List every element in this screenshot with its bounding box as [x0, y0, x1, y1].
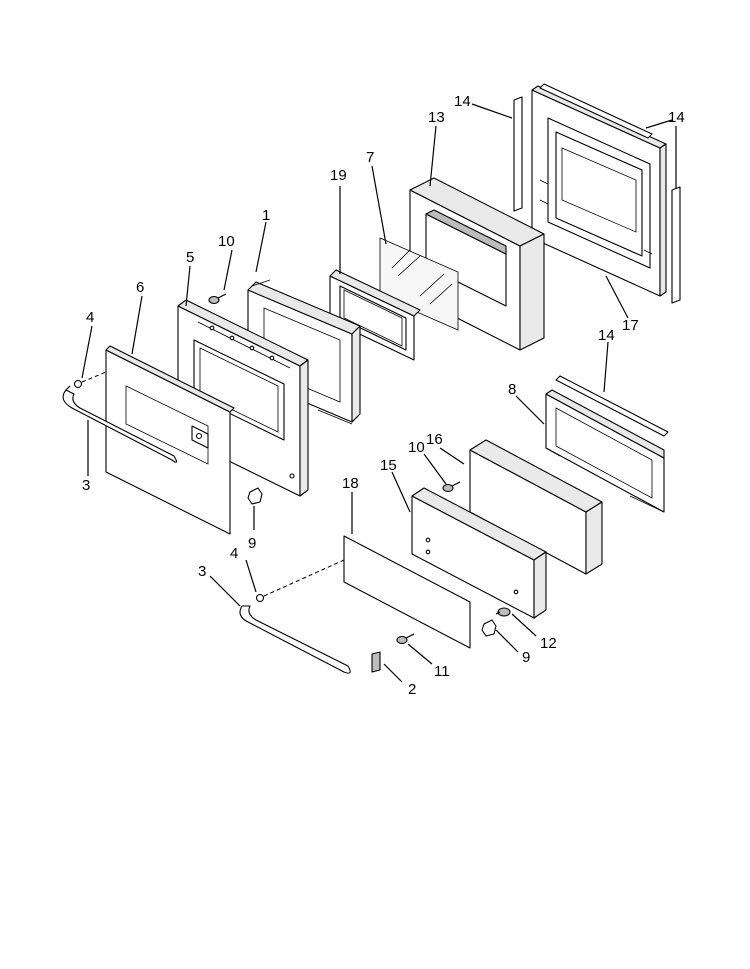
part-6-outer-door-glass[interactable] [105, 345, 235, 535]
callout-3-upper: 3 [82, 477, 90, 494]
callout-4-upper: 4 [86, 309, 94, 326]
callout-4-lower: 4 [230, 545, 238, 562]
callout-8: 8 [508, 381, 516, 398]
part-10-lower-screw[interactable] [442, 481, 461, 493]
callout-10-lower: 10 [408, 439, 425, 456]
callout-17: 17 [622, 317, 639, 334]
callouts: 1 2 3 3 4 4 5 6 7 8 9 9 10 10 11 12 13 1… [82, 93, 685, 698]
part-4-lower-handle-endcap[interactable] [255, 559, 345, 603]
part-3-upper-door-handle[interactable] [62, 385, 178, 463]
part-16-drawer-insulation[interactable] [469, 439, 603, 575]
callout-2: 2 [408, 681, 416, 698]
part-7-door-glass[interactable] [379, 237, 459, 331]
callout-13: 13 [428, 109, 445, 126]
callout-15: 15 [380, 457, 397, 474]
callout-7: 7 [366, 149, 374, 166]
part-8-drawer-liner[interactable] [545, 389, 665, 513]
part-2-drawer-bracket[interactable] [371, 651, 381, 673]
part-13-door-insulation-box[interactable] [409, 177, 545, 351]
callout-5: 5 [186, 249, 194, 266]
callout-12: 12 [540, 635, 557, 652]
part-14-door-gasket-right[interactable] [671, 186, 681, 304]
callout-16: 16 [426, 431, 443, 448]
part-14-door-gasket-top[interactable] [539, 83, 653, 139]
callout-10-upper: 10 [218, 233, 235, 250]
callout-18: 18 [342, 475, 359, 492]
part-4-upper-handle-endcap[interactable] [73, 371, 107, 389]
part-3-lower-drawer-handle[interactable] [239, 605, 351, 674]
part-12-drawer-screw[interactable] [495, 607, 511, 617]
part-10-upper-screw[interactable] [208, 293, 227, 305]
callout-14-top-left: 14 [454, 93, 471, 110]
part-14-door-gasket-left[interactable] [513, 96, 523, 212]
part-18-drawer-glass[interactable] [343, 535, 471, 649]
callout-19: 19 [330, 167, 347, 184]
part-19-window-frame[interactable] [329, 269, 421, 361]
part-11-drawer-screw[interactable] [396, 633, 415, 645]
part-9-upper-hinge-clip[interactable] [247, 487, 263, 505]
callout-6: 6 [136, 279, 144, 296]
callout-14-drawer: 14 [598, 327, 615, 344]
callout-1: 1 [262, 207, 270, 224]
callout-3-lower: 3 [198, 563, 206, 580]
part-15-drawer-front-panel[interactable] [411, 487, 547, 619]
leader-lines [81, 103, 677, 683]
callout-11: 11 [434, 663, 450, 680]
part-14-drawer-gasket[interactable] [555, 375, 669, 437]
callout-9-upper: 9 [248, 535, 256, 552]
part-17-inner-door-frame[interactable] [531, 85, 667, 297]
callout-9-lower: 9 [522, 649, 530, 666]
part-9-lower-clip[interactable] [481, 619, 497, 637]
callout-14-top-right: 14 [668, 109, 685, 126]
